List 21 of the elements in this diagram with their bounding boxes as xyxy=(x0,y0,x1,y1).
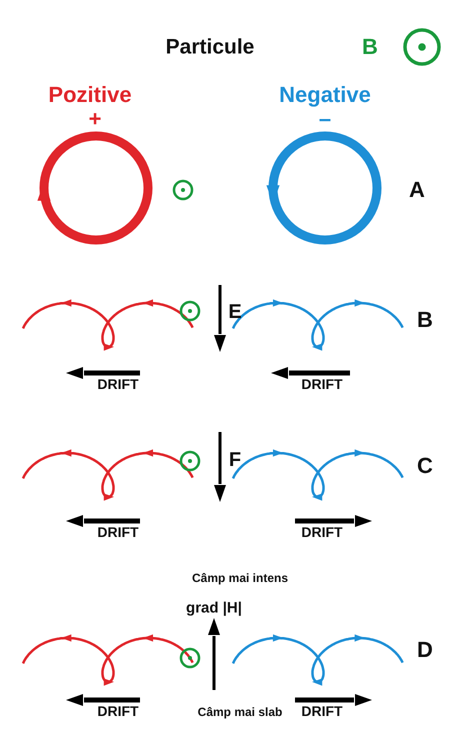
drift-label: DRIFT xyxy=(301,525,343,539)
charge-sign: + xyxy=(88,108,102,130)
field-strength-note: Câmp mai slab xyxy=(198,706,282,718)
column-heading: Pozitive xyxy=(48,84,132,106)
field-symbol: F xyxy=(228,450,242,470)
charge-sign: – xyxy=(318,108,332,130)
drift-label: DRIFT xyxy=(301,704,343,718)
drift-label: DRIFT xyxy=(97,377,139,391)
drift-label: DRIFT xyxy=(301,377,343,391)
drift-label: DRIFT xyxy=(97,704,139,718)
drift-label: DRIFT xyxy=(97,525,139,539)
row-letter: C xyxy=(417,455,433,477)
field-symbol: B xyxy=(362,36,378,58)
title: Particule xyxy=(166,36,254,58)
row-letter: B xyxy=(417,309,433,331)
row-letter: D xyxy=(417,639,433,661)
row-letter: A xyxy=(409,179,425,201)
field-symbol: E xyxy=(228,302,242,322)
field-strength-note: Câmp mai intens xyxy=(192,572,288,584)
column-heading: Negative xyxy=(279,84,371,106)
gradient-label: grad |H| xyxy=(186,600,242,616)
